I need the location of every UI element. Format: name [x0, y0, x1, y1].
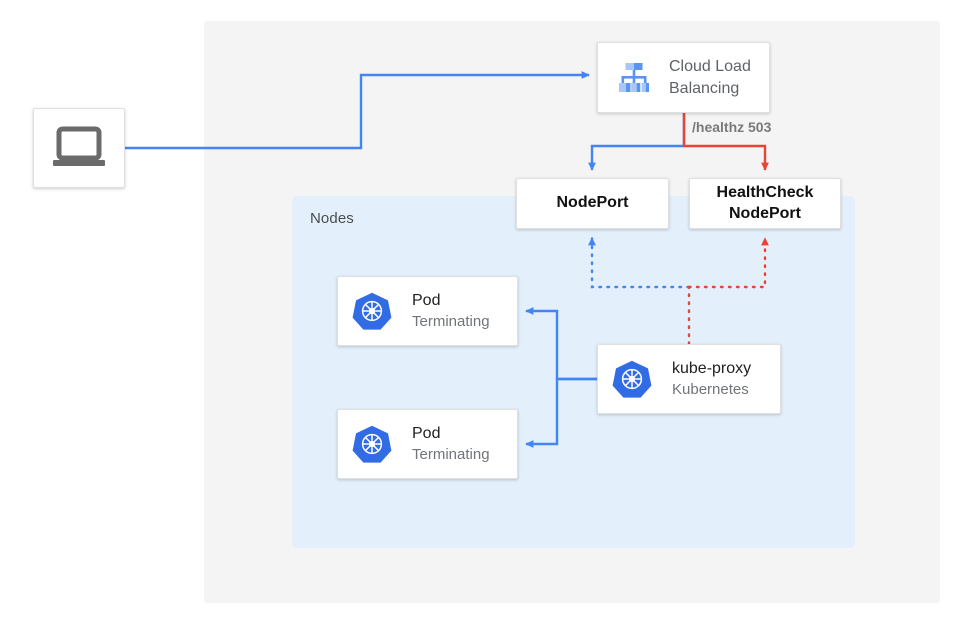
- pod-2-subtitle: Terminating: [412, 445, 490, 463]
- pod-1-node[interactable]: Pod Terminating: [337, 276, 518, 346]
- kube-proxy-title: kube-proxy: [672, 360, 752, 378]
- healthcheck-nodeport-label-line1: HealthCheck: [716, 184, 814, 202]
- kubernetes-icon: [610, 357, 654, 401]
- cloud-load-balancing-title-line2: Balancing: [669, 79, 740, 97]
- cloud-load-balancing-title-line1: Cloud Load: [669, 57, 751, 75]
- nodes-region-label: Nodes: [310, 210, 354, 227]
- healthcheck-nodeport-node[interactable]: HealthCheck NodePort: [689, 178, 841, 229]
- cloud-load-balancing-text: Cloud Load Balancing: [669, 56, 751, 99]
- client-node[interactable]: [33, 108, 125, 188]
- pod-1-text: Pod Terminating: [412, 290, 490, 332]
- laptop-icon: [51, 125, 107, 171]
- kubernetes-icon: [350, 422, 394, 466]
- nodeport-node[interactable]: NodePort: [516, 178, 669, 229]
- kube-proxy-text: kube-proxy Kubernetes: [672, 358, 751, 400]
- healthcheck-nodeport-label-line2: NodePort: [728, 204, 801, 222]
- healthz-edge-label: /healthz 503: [692, 119, 772, 135]
- nodeport-label: NodePort: [556, 194, 629, 212]
- pod-1-title: Pod: [412, 292, 441, 310]
- pod-2-title: Pod: [412, 425, 441, 443]
- pod-2-node[interactable]: Pod Terminating: [337, 409, 518, 479]
- cloud-load-balancing-node[interactable]: Cloud Load Balancing: [597, 42, 770, 113]
- pod-2-text: Pod Terminating: [412, 423, 490, 465]
- kubernetes-icon: [350, 289, 394, 333]
- kube-proxy-node[interactable]: kube-proxy Kubernetes: [597, 344, 781, 414]
- cloud-load-balancing-icon: [607, 51, 661, 105]
- pod-1-subtitle: Terminating: [412, 312, 490, 330]
- healthcheck-nodeport-text: HealthCheck NodePort: [717, 183, 814, 224]
- kube-proxy-subtitle: Kubernetes: [672, 380, 749, 398]
